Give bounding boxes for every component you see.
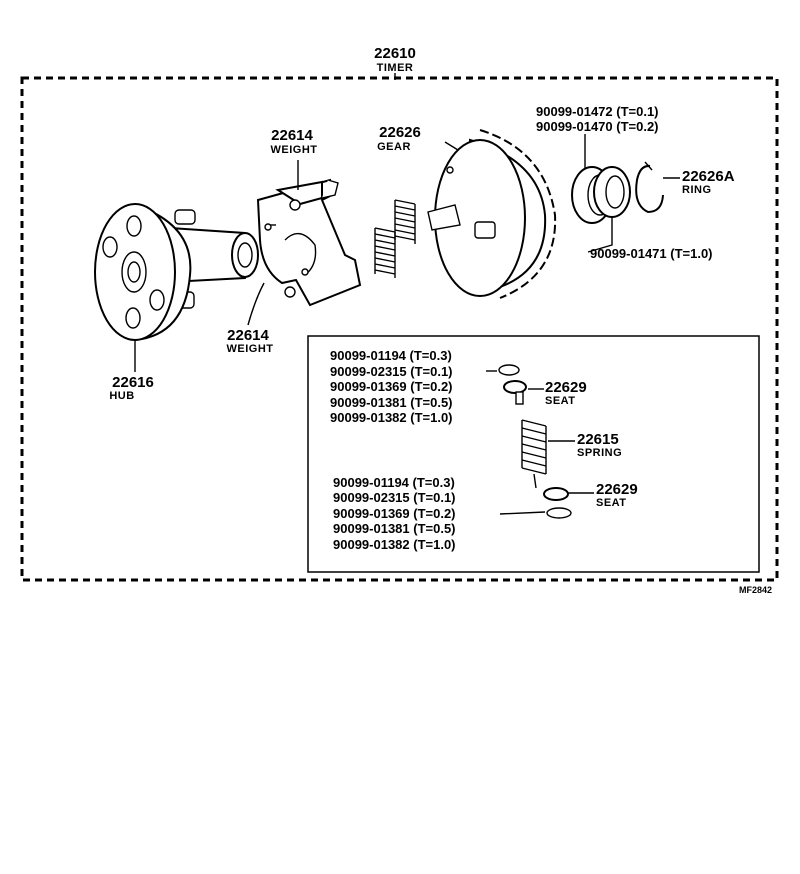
ring-name: RING — [682, 184, 712, 196]
shim-single-leader — [587, 217, 613, 253]
seat-bottom-name: SEAT — [596, 497, 627, 509]
lower-shim-2: 90099-02315 (T=0.1) — [333, 490, 456, 505]
inset-box — [307, 335, 760, 573]
gear-shims-drawing — [571, 161, 664, 224]
hub-number: 22616 — [112, 374, 154, 391]
assembly-name: TIMER — [377, 62, 414, 74]
gear-number: 22626 — [379, 124, 421, 141]
seat-top-drawing — [503, 380, 527, 405]
lower-shim-4: 90099-01381 (T=0.5) — [333, 521, 456, 536]
lower-shim-1: 90099-01194 (T=0.3) — [333, 475, 455, 490]
gear-drawing — [427, 129, 557, 299]
seat-top-name: SEAT — [545, 395, 576, 407]
inset-spring-drawing — [521, 419, 547, 489]
lower-shim-3: 90099-01369 (T=0.2) — [333, 506, 456, 521]
gear-name: GEAR — [377, 141, 411, 153]
weight-bottom-leader — [247, 282, 265, 326]
weight-top-name: WEIGHT — [271, 144, 318, 156]
lower-shim-drawing — [546, 507, 572, 519]
seat-top-number: 22629 — [545, 379, 587, 396]
assembly-number: 22610 — [374, 45, 416, 62]
seat-bottom-drawing — [543, 487, 569, 501]
lower-shims-leader — [499, 511, 546, 515]
upper-shim-4: 90099-01381 (T=0.5) — [330, 395, 453, 410]
gear-leader — [444, 141, 459, 151]
upper-shim-2: 90099-02315 (T=0.1) — [330, 364, 453, 379]
weight-bottom-name: WEIGHT — [227, 343, 274, 355]
assembly-boundary — [20, 76, 779, 582]
upper-shim-3: 90099-01369 (T=0.2) — [330, 379, 453, 394]
weight-bottom-number: 22614 — [227, 327, 269, 344]
upper-shims-list: 90099-01194 (T=0.3) 90099-02315 (T=0.1) … — [330, 348, 453, 425]
gear-shim-2: 90099-01470 (T=0.2) — [536, 119, 659, 134]
small-springs-drawing — [374, 199, 416, 278]
weight-drawing — [256, 178, 362, 307]
upper-shim-5: 90099-01382 (T=1.0) — [330, 410, 453, 425]
spring-number: 22615 — [577, 431, 619, 448]
shim-single: 90099-01471 (T=1.0) — [590, 246, 713, 261]
diagram-code: MF2842 — [739, 585, 772, 595]
weight-top-number: 22614 — [271, 127, 313, 144]
hub-name: HUB — [109, 390, 134, 402]
lower-shim-5: 90099-01382 (T=1.0) — [333, 537, 456, 552]
gear-shim-1: 90099-01472 (T=0.1) — [536, 104, 659, 119]
ring-number: 22626A — [682, 168, 735, 185]
hub-drawing — [94, 203, 259, 341]
upper-shim-drawing — [498, 364, 520, 376]
upper-shim-1: 90099-01194 (T=0.3) — [330, 348, 452, 363]
spring-name: SPRING — [577, 447, 622, 459]
lower-shims-list: 90099-01194 (T=0.3) 90099-02315 (T=0.1) … — [333, 475, 456, 552]
seat-bottom-number: 22629 — [596, 481, 638, 498]
